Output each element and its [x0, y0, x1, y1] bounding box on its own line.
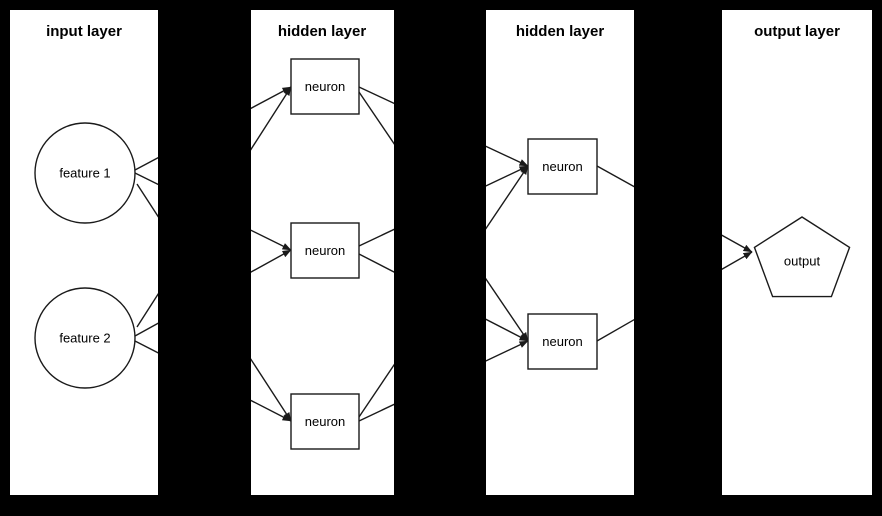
- node-feature-1[interactable]: feature 1: [34, 122, 136, 224]
- node-h1-neuron-3[interactable]: neuron: [290, 393, 360, 450]
- panel-title-input-layer: input layer: [46, 23, 122, 40]
- node-shape-circle: [34, 287, 136, 389]
- node-shape-rect: [290, 393, 360, 450]
- node-output-node[interactable]: output: [753, 216, 851, 298]
- node-shape-rect: [527, 313, 598, 370]
- node-h1-neuron-2[interactable]: neuron: [290, 222, 360, 279]
- panel-input-layer: [10, 10, 158, 495]
- node-shape-rect: [290, 58, 360, 115]
- panel-hidden-layer-2: [486, 10, 634, 495]
- network-nodes: feature 1 feature 2 neuron neuron neuron neur…: [34, 58, 851, 450]
- panel-titles: input layer hidden layer hidden layer outpu…: [46, 23, 840, 40]
- node-label: neuron: [542, 159, 582, 174]
- node-shape-pentagon: [753, 216, 851, 298]
- node-label: neuron: [305, 414, 345, 429]
- node-label: neuron: [305, 243, 345, 258]
- node-label: feature 2: [59, 330, 110, 345]
- panel-title-output-layer: output layer: [754, 23, 840, 40]
- node-label: neuron: [542, 334, 582, 349]
- panel-title-hidden-layer-2: hidden layer: [516, 23, 605, 40]
- node-shape-rect: [290, 222, 360, 279]
- node-shape-rect: [527, 138, 598, 195]
- node-label: feature 1: [59, 165, 110, 180]
- node-h2-neuron-2[interactable]: neuron: [527, 313, 598, 370]
- node-h2-neuron-1[interactable]: neuron: [527, 138, 598, 195]
- node-shape-circle: [34, 122, 136, 224]
- panel-title-hidden-layer-1: hidden layer: [278, 23, 367, 40]
- node-feature-2[interactable]: feature 2: [34, 287, 136, 389]
- node-h1-neuron-1[interactable]: neuron: [290, 58, 360, 115]
- node-label: output: [784, 253, 821, 268]
- node-label: neuron: [305, 79, 345, 94]
